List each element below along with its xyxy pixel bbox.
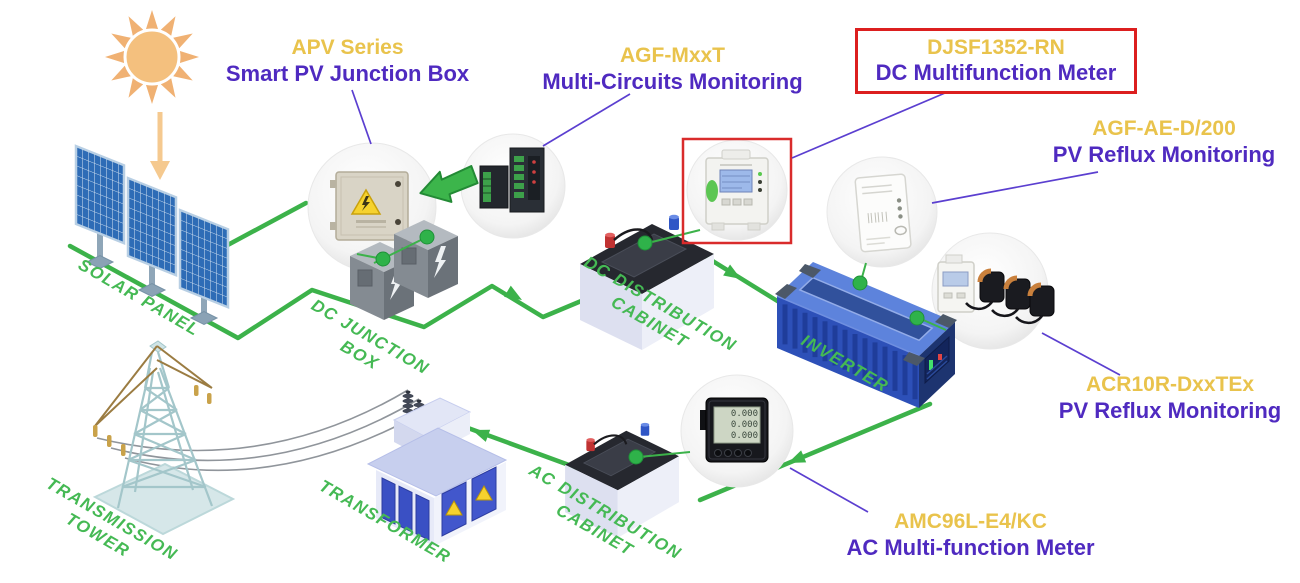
agf-ae-desc-label: PV Reflux Monitoring — [1052, 141, 1276, 167]
agf-mxxt-desc-label: Multi-Circuits Monitoring — [542, 68, 803, 94]
flow-arrowheads — [472, 264, 807, 463]
callout-djsf1352-highlighted: DJSF1352-RN DC Multifunction Meter — [855, 28, 1137, 94]
amc96l-lcd-readout: 0.000 0.000 0.000 — [730, 409, 758, 441]
callout-apv: APV Series Smart PV Junction Box — [220, 36, 475, 87]
apv-desc-label: Smart PV Junction Box — [225, 60, 470, 86]
transmission-tower — [92, 340, 236, 536]
apv-junction-box-device — [330, 171, 409, 241]
amc96l-model-label: AMC96L-E4/KC — [894, 510, 1047, 533]
highlight-box-device — [681, 137, 793, 245]
callout-acr10r: ACR10R-DxxTEx PV Reflux Monitoring — [1045, 373, 1295, 424]
callout-lines — [351, 89, 1121, 513]
solar-panel — [178, 208, 230, 309]
amc96l-meter-device — [700, 397, 769, 463]
apv-model-label: APV Series — [291, 36, 404, 59]
djsf-model-label: DJSF1352-RN — [927, 35, 1065, 59]
transformer — [366, 390, 508, 546]
agf-ae-model-label: AGF-AE-D/200 — [1092, 117, 1236, 140]
agf-ae-device — [854, 173, 912, 253]
agf-mxxt-model-label: AGF-MxxT — [620, 44, 725, 67]
acr10r-model-label: ACR10R-DxxTEx — [1085, 373, 1255, 396]
djsf-meter-device — [705, 149, 769, 231]
green-arrow-icon — [419, 165, 479, 203]
insulators — [93, 385, 212, 456]
callout-amc96l: AMC96L-E4/KC AC Multi-function Meter — [818, 510, 1123, 561]
solar-panel — [126, 176, 178, 277]
acr10r-device — [937, 254, 1055, 325]
monitor-point-links — [356, 229, 947, 458]
solar-panel-array — [74, 144, 230, 326]
sunlight-arrow-icon — [150, 112, 170, 180]
ct-clamp-icons — [965, 268, 1055, 325]
agf-mxxt-device — [479, 147, 545, 213]
sun-icon — [105, 10, 199, 104]
djsf-desc-label: DC Multifunction Meter — [875, 60, 1117, 86]
callout-agf-ae: AGF-AE-D/200 PV Reflux Monitoring — [1038, 117, 1290, 168]
inverter — [775, 262, 957, 408]
callout-agf-mxxt: AGF-MxxT Multi-Circuits Monitoring — [535, 44, 810, 95]
amc96l-desc-label: AC Multi-function Meter — [846, 534, 1095, 560]
monitor-point-dots — [375, 229, 925, 465]
acr10r-desc-label: PV Reflux Monitoring — [1058, 397, 1282, 423]
solar-panel — [74, 144, 126, 245]
